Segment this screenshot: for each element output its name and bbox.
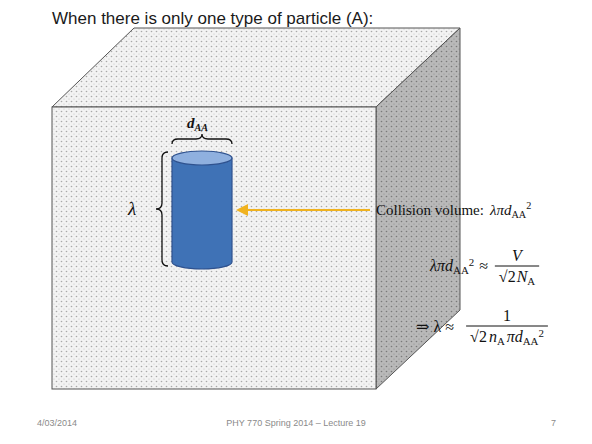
subscript: AA xyxy=(523,335,539,347)
math-symbol: 7 xyxy=(551,418,556,428)
diameter-label: dAA xyxy=(187,115,208,132)
math-symbol: V xyxy=(512,247,522,264)
slide-title: When there is only one type of particle … xyxy=(52,9,373,29)
math-symbol: d xyxy=(187,115,195,131)
cube-front-face xyxy=(52,107,376,389)
fraction-bar xyxy=(466,326,548,327)
length-brace xyxy=(156,152,168,266)
pointer-arrow xyxy=(246,209,370,211)
math-symbol: 4/03/2014 xyxy=(37,418,77,428)
subscript: AA xyxy=(195,122,209,133)
subscript: AA xyxy=(511,209,526,220)
math-symbol: πd xyxy=(507,328,523,345)
exponent: 2 xyxy=(469,256,474,268)
footer-course: PHY 770 Spring 2014 – Lecture 19 xyxy=(226,418,365,428)
footer-date: 4/03/2014 xyxy=(37,418,77,428)
math-symbol: n xyxy=(489,328,497,345)
arrow-head xyxy=(236,204,248,216)
subscript: A xyxy=(527,275,535,287)
math-symbol: λ xyxy=(128,198,136,219)
subscript: AA xyxy=(453,264,469,276)
exponent: 2 xyxy=(526,200,531,211)
subscript: A xyxy=(497,335,505,347)
length-label: λ xyxy=(128,198,136,220)
diameter-brace xyxy=(172,134,232,144)
equation-lhs: ⇒ λ ≈ xyxy=(416,317,454,336)
math-symbol: √2 xyxy=(470,328,487,345)
exponent: 2 xyxy=(538,327,543,339)
equation-lhs: λπdAA2 ≈ xyxy=(430,257,488,275)
math-symbol: 1 xyxy=(503,307,511,324)
slide-number: 7 xyxy=(551,418,556,428)
collision-cylinder xyxy=(172,158,232,269)
collision-volume: Collision volume: λπdAA2 xyxy=(376,202,531,219)
fraction-bar xyxy=(495,266,539,267)
math-symbol: ⇒ λ ≈ xyxy=(416,318,454,335)
math-symbol: Collision volume: xyxy=(376,202,484,218)
math-symbol: PHY 770 Spring 2014 – Lecture 19 xyxy=(226,418,365,428)
numerator: V xyxy=(512,247,522,265)
math-symbol: ≈ xyxy=(479,257,488,274)
math-symbol: λπd xyxy=(430,257,453,274)
denominator: √2nAπdAA2 xyxy=(470,328,544,346)
math-symbol: √2 xyxy=(499,268,516,285)
math-symbol: λπd xyxy=(490,202,512,218)
math-symbol: N xyxy=(517,268,528,285)
cylinder-top xyxy=(172,151,232,165)
numerator: 1 xyxy=(503,307,511,325)
denominator: √2NA xyxy=(499,268,535,286)
